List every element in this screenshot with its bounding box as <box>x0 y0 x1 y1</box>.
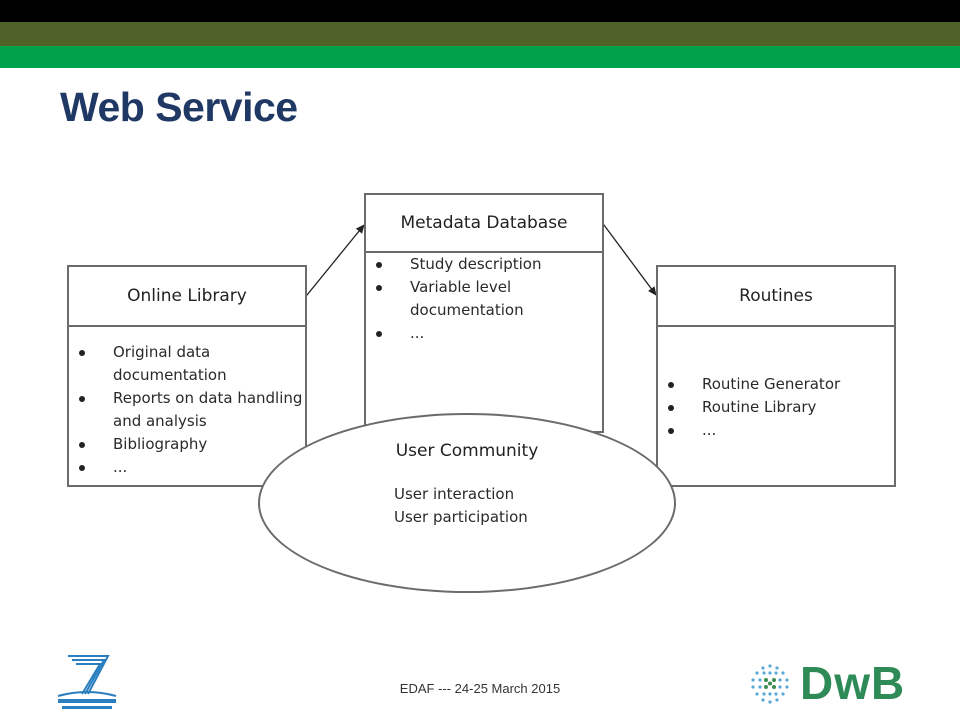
list-item: ... <box>658 419 894 442</box>
list-item: Bibliography <box>69 433 305 456</box>
list-item: Original data documentation <box>69 341 305 387</box>
list-item: ... <box>69 456 305 479</box>
list-item: ... <box>366 322 602 345</box>
list-item: Routine Generator <box>658 373 894 396</box>
header-band-green <box>0 46 960 68</box>
arrow-metadata-to-routines <box>596 216 657 296</box>
metadata-database-list: Study description Variable level documen… <box>366 195 602 345</box>
routines-title: Routines <box>658 267 894 327</box>
metadata-database-title: Metadata Database <box>366 195 602 253</box>
list-item: Variable level documentation <box>366 276 602 322</box>
dwb-globe-icon <box>751 664 789 704</box>
list-item: Reports on data handling and analysis <box>69 387 305 433</box>
list-item: Routine Library <box>658 396 894 419</box>
footer-text: EDAF --- 24-25 March 2015 <box>399 681 561 696</box>
user-community-title: User Community <box>395 441 539 461</box>
dwb-logo: DwB <box>748 657 918 710</box>
online-library-list: Original data documentation Reports on d… <box>69 327 305 479</box>
user-community-list: User interaction User participation <box>394 483 528 529</box>
metadata-database-box: Metadata Database Study description Vari… <box>364 193 604 433</box>
slide-title: Web Service <box>60 84 298 130</box>
online-library-title: Online Library <box>69 267 305 327</box>
online-library-box: Online Library Original data documentati… <box>67 265 307 487</box>
arrow-online-to-metadata <box>298 224 365 304</box>
header-band-olive <box>0 22 960 46</box>
dwb-wordmark: DwB <box>800 657 906 709</box>
list-item: User interaction <box>394 485 515 503</box>
routines-list: Routine Generator Routine Library ... <box>658 327 894 442</box>
routines-box: Routines Routine Generator Routine Libra… <box>656 265 896 487</box>
fp7-logo <box>57 655 117 709</box>
list-item: Study description <box>366 253 602 276</box>
header-band-black <box>0 0 960 22</box>
user-community-ellipse: User Community User interaction User par… <box>258 413 676 593</box>
list-item: User participation <box>394 508 528 526</box>
